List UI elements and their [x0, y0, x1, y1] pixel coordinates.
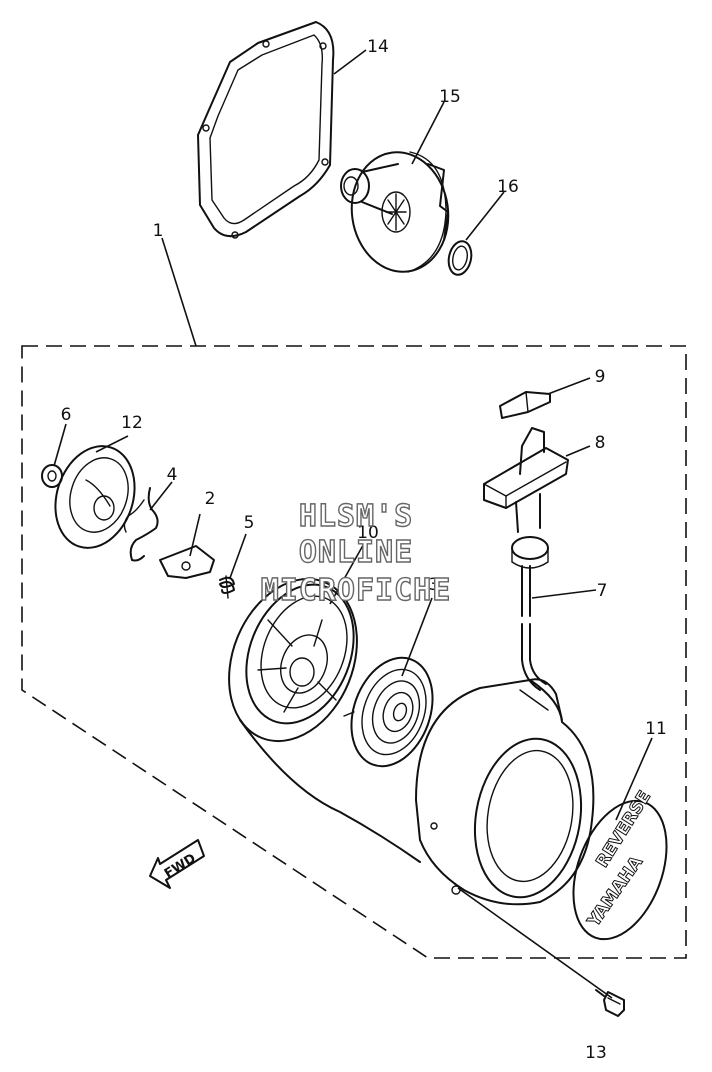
fwd-label: FWD: [162, 851, 199, 882]
part-9-cap: [499, 391, 551, 419]
part-3-recoil-spring: [343, 656, 434, 768]
watermark-line-3: MICROFICHE: [261, 573, 452, 608]
callout-12: 12: [121, 413, 143, 433]
part-15-drive-cup: [340, 151, 450, 273]
assembly-boundary: [21, 345, 687, 959]
callout-2: 2: [205, 489, 216, 509]
callout-1: 1: [153, 221, 164, 241]
watermark-line-1: HLSM'S: [299, 499, 413, 534]
part-2-pawl: [159, 545, 215, 579]
callout-10: 10: [357, 523, 379, 543]
starter-housing: [415, 678, 595, 906]
part-8-handle: [483, 427, 569, 569]
part-4-spring-clip: [123, 487, 159, 562]
part-7-rope: [521, 565, 547, 691]
watermark: HLSM'S ONLINE MICROFICHE: [260, 498, 452, 608]
callout-8: 8: [595, 433, 606, 453]
callout-4: 4: [167, 465, 178, 485]
callout-15: 15: [439, 87, 461, 107]
part-5-spring: [219, 575, 235, 599]
emblem-word: REVERSE: [592, 787, 655, 871]
part-16-o-ring: [447, 240, 473, 276]
callout-14: 14: [367, 37, 389, 57]
callout-5: 5: [244, 513, 255, 533]
watermark-line-2: ONLINE: [299, 535, 413, 570]
part-10-sheave-drum: [228, 577, 421, 863]
callout-9: 9: [595, 367, 606, 387]
leader-lines: [53, 49, 653, 999]
part-13-bolt: [595, 989, 625, 1017]
callout-6: 6: [61, 405, 72, 425]
callout-3: 3: [429, 575, 440, 595]
callout-11: 11: [645, 719, 667, 739]
part-12-plate: [54, 445, 136, 549]
callout-7: 7: [597, 581, 608, 601]
fwd-arrow: FWD: [149, 839, 205, 889]
callout-16: 16: [497, 177, 519, 197]
part-14-gasket: [197, 21, 335, 239]
callout-13: 13: [585, 1043, 607, 1063]
